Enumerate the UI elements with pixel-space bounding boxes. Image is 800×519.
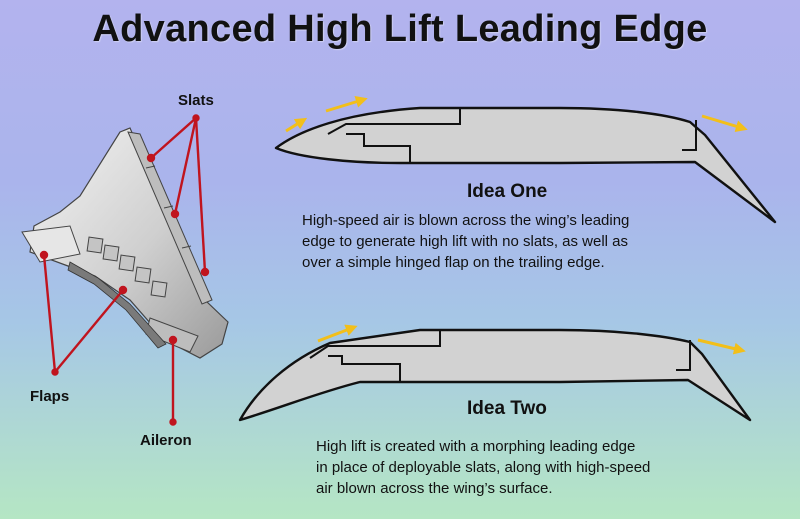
airfoil-idea-one: [274, 96, 777, 224]
wing-planform: [29, 127, 229, 359]
idea-one-line: edge to generate high lift with no slats…: [302, 233, 629, 250]
aileron-label: Aileron: [140, 432, 192, 449]
idea-one-description: High-speed air is blown across the wing’…: [302, 210, 772, 273]
callout-lines: [39, 114, 210, 426]
airfoil-one-body: [274, 106, 777, 224]
slat-strip: [127, 131, 213, 305]
flap-panels: [86, 236, 168, 298]
idea-one-heading: Idea One: [467, 181, 548, 202]
page-title: Advanced High Lift Leading Edge: [92, 8, 708, 50]
idea-one-line: over a simple hinged flap on the trailin…: [302, 254, 605, 271]
airflow-arrows-two: [317, 324, 746, 355]
idea-one-line: High-speed air is blown across the wing’…: [302, 212, 630, 229]
wing-illustration: [21, 127, 229, 359]
idea-two-description: High lift is created with a morphing lea…: [316, 436, 776, 499]
slats-label: Slats: [178, 92, 214, 109]
wing-root-face: [21, 225, 81, 263]
wing-underside: [67, 261, 167, 349]
idea-two-heading: Idea Two: [467, 398, 547, 419]
airfoil-two-body: [238, 328, 752, 422]
airflow-arrows-one: [285, 96, 748, 133]
idea-two-line: High lift is created with a morphing lea…: [316, 438, 636, 455]
flaps-label: Flaps: [30, 388, 70, 405]
idea-two-line: air blown across the wing’s surface.: [316, 480, 553, 497]
idea-two-line: in place of deployable slats, along with…: [316, 459, 651, 476]
airfoil-idea-two: [238, 324, 752, 422]
